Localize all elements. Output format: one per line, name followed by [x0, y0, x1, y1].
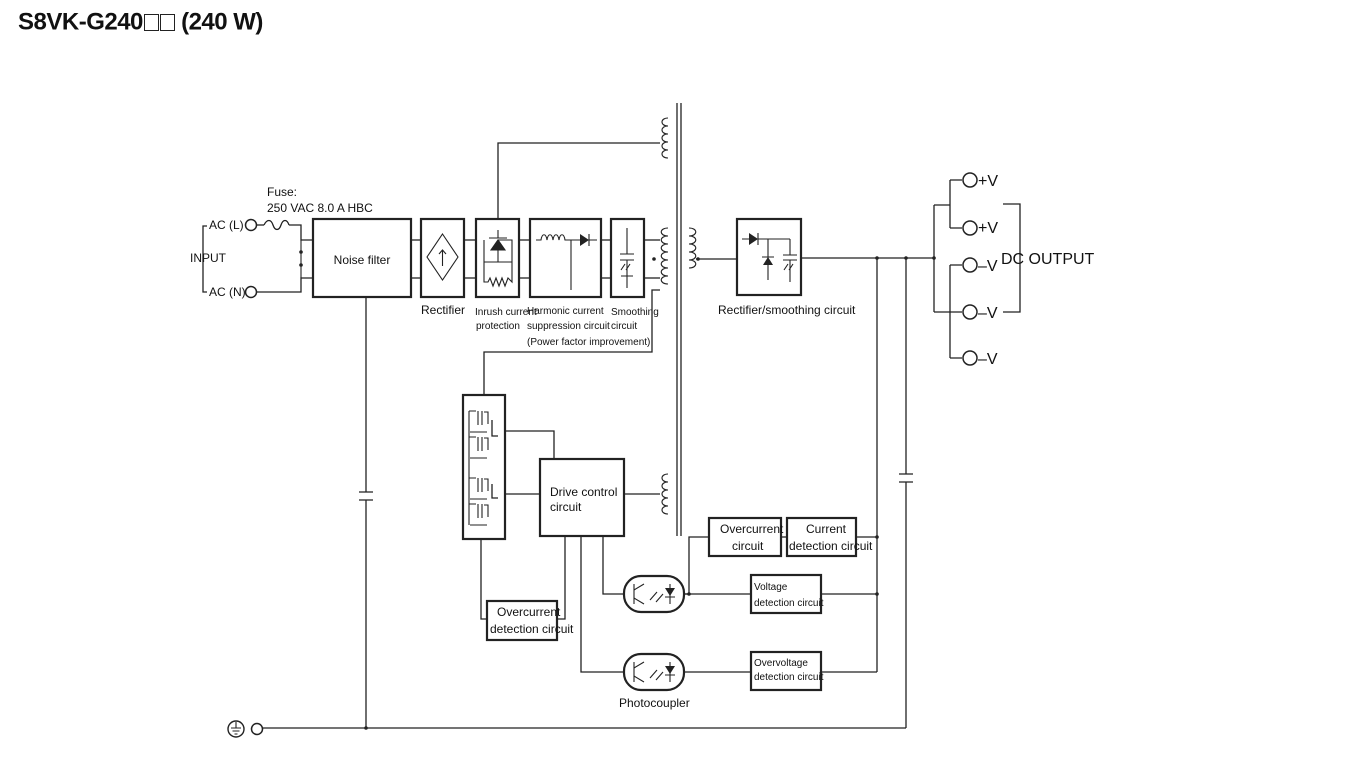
- inrush-label-line2: protection: [476, 321, 520, 332]
- output-terminal-icon: [962, 257, 978, 273]
- ac-l-label: AC (L): [209, 218, 244, 232]
- current-det-label-line2: detection circuit: [789, 539, 873, 553]
- mosfet-icon: [469, 410, 489, 433]
- switching-block: [461, 393, 507, 541]
- harmonic-suppression-block: Harmonic current suppression circuit (Po…: [527, 217, 650, 348]
- resistor-icon: [483, 239, 513, 288]
- model-name: S8VK-G240: [18, 8, 143, 36]
- overcurrent-detection-block: Overcurrent detection circuit: [485, 599, 574, 642]
- smoothing-block: Smoothing circuit: [609, 217, 659, 332]
- primary-winding-icon: [660, 227, 669, 285]
- output-pos-label: +V: [978, 220, 998, 237]
- rectifier-smoothing-block: Rectifier/smoothing circuit: [718, 217, 856, 317]
- noise-filter-block: Noise filter: [311, 217, 413, 299]
- aux-winding-icon: [661, 117, 669, 159]
- input-bracket: [202, 225, 207, 293]
- phototransistor-icon: [633, 583, 645, 605]
- input-label: INPUT: [190, 251, 227, 265]
- current-det-label-line1: Current: [806, 522, 847, 536]
- smoothing-label-line1: Smoothing: [611, 307, 659, 318]
- ground-terminal-icon: [250, 722, 264, 736]
- rectifier-label: Rectifier: [421, 303, 465, 317]
- output-diode-icon: [749, 233, 758, 245]
- voltage-detection-block: Voltage detection circuit: [749, 573, 824, 615]
- capacitor-icon: [620, 228, 634, 288]
- photocoupler-label: Photocoupler: [619, 696, 690, 710]
- ground-symbol-icon: [227, 720, 245, 738]
- overcurrent-circuit-block: Overcurrent circuit: [707, 516, 784, 558]
- output-terminal-icon: [962, 350, 978, 366]
- fuse-label-line1: Fuse:: [267, 185, 297, 199]
- inductor-icon: [536, 234, 580, 241]
- ac-n-label: AC (N): [209, 285, 246, 299]
- y-capacitor-left: [359, 297, 373, 728]
- y-capacitor-right: [899, 258, 913, 728]
- rectifier-block: Rectifier: [419, 217, 466, 317]
- photocoupler-2: Photocoupler: [619, 652, 690, 710]
- overcurrent-out-label-line1: Overcurrent: [720, 522, 784, 536]
- ac-l-terminal-icon: [244, 218, 258, 232]
- overvoltage-detection-block: Overvoltage detection circuit: [749, 650, 824, 692]
- bridge-rectifier-icon: [426, 233, 459, 281]
- output-neg-label: –V: [978, 305, 998, 322]
- overcurrent-out-label-line2: circuit: [732, 539, 764, 553]
- output-terminal-icon: [962, 304, 978, 320]
- overvoltage-label-line2: detection circuit: [754, 672, 824, 683]
- output-terminal-icon: [962, 220, 978, 236]
- overcurrent-det-label-line2: detection circuit: [490, 622, 574, 636]
- thyristor-icon: [489, 230, 507, 251]
- fuse-icon: [263, 219, 290, 231]
- input-section: INPUT AC (L) AC (N) Fuse: 250 VAC 8.0 A …: [190, 185, 373, 299]
- transformer: [660, 103, 700, 536]
- current-detection-block: Current detection circuit: [785, 516, 873, 558]
- overvoltage-label-line1: Overvoltage: [754, 658, 808, 669]
- power-rating: (240 W): [181, 8, 263, 36]
- ac-n-terminal-icon: [244, 285, 258, 299]
- noise-filter-label: Noise filter: [334, 253, 391, 267]
- output-terminal-icon: [962, 172, 978, 188]
- inrush-label-line1: Inrush current: [475, 307, 537, 318]
- harmonic-label-line3: (Power factor improvement): [527, 337, 650, 348]
- voltage-det-label-line1: Voltage: [754, 582, 788, 593]
- placeholder-box-icon: [159, 14, 175, 32]
- drive-label-line2: circuit: [550, 500, 582, 514]
- smoothing-label-line2: circuit: [611, 321, 637, 332]
- voltage-det-label-line2: detection circuit: [754, 598, 824, 609]
- secondary-winding-icon: [688, 227, 697, 269]
- harmonic-label-line1: Harmonic current: [527, 306, 604, 317]
- output-neg-label: –V: [978, 351, 998, 368]
- output-neg-label: –V: [978, 258, 998, 275]
- page-title: S8VK-G240 (240 W): [18, 8, 263, 37]
- rect-smooth-label: Rectifier/smoothing circuit: [718, 303, 856, 317]
- phototransistor-icon: [633, 661, 645, 683]
- inrush-protection-block: Inrush current protection: [474, 217, 537, 332]
- output-section: +V +V –V –V –V DC OUTPUT: [932, 172, 1095, 368]
- photocoupler-1: [622, 574, 686, 614]
- harmonic-label-line2: suppression circuit: [527, 321, 610, 332]
- placeholder-box-icon: [143, 14, 159, 32]
- dc-output-label: DC OUTPUT: [1001, 251, 1095, 268]
- overcurrent-det-label-line1: Overcurrent: [497, 605, 561, 619]
- diode-icon: [580, 234, 589, 246]
- drive-control-block: Drive control circuit: [538, 457, 626, 538]
- dc-output-bracket: [1003, 203, 1021, 313]
- drive-label-line1: Drive control: [550, 485, 617, 499]
- fuse-label-line2: 250 VAC 8.0 A HBC: [267, 201, 373, 215]
- output-pos-label: +V: [978, 173, 998, 190]
- drive-winding-icon: [661, 473, 669, 515]
